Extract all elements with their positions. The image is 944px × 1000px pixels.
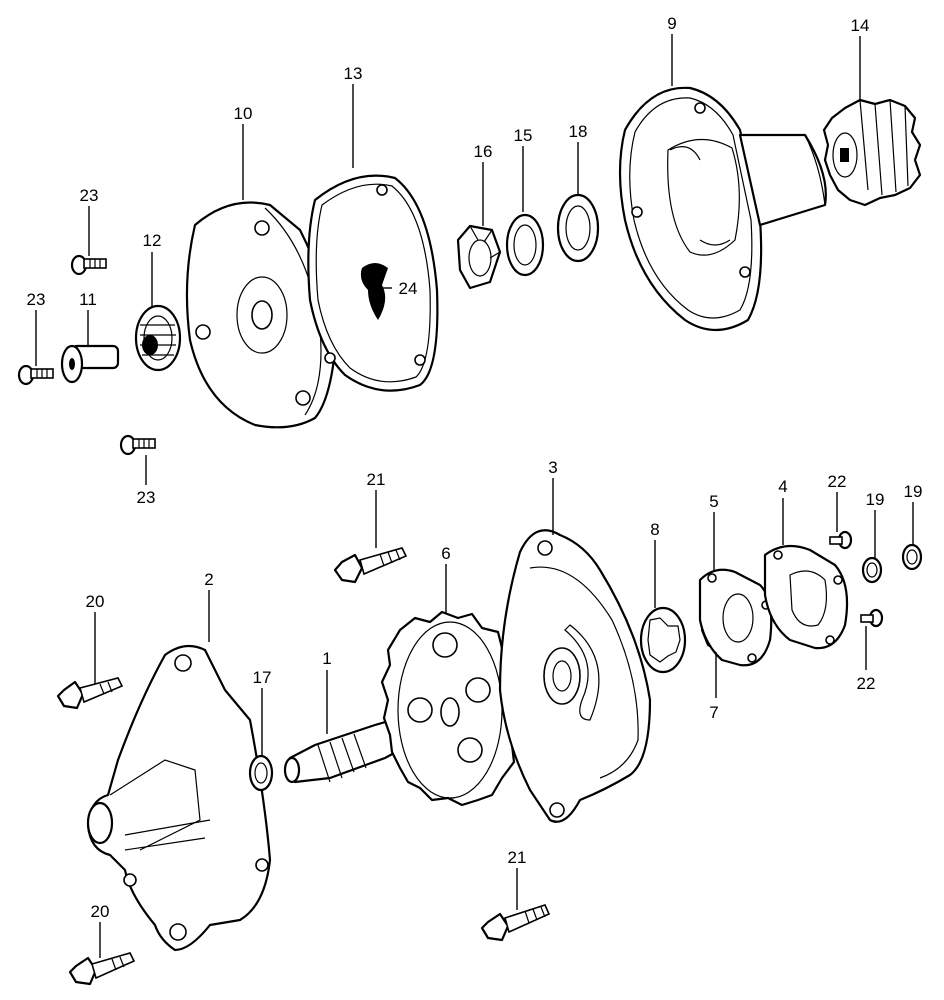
callout-23a: 23: [80, 186, 99, 205]
callout-6: 6: [441, 544, 450, 563]
part-12-seal: [134, 304, 182, 372]
part-20-bolt-b: [68, 952, 136, 986]
part-1-shaft: [283, 713, 420, 784]
part-21-bolt-b: [480, 904, 551, 942]
part-21-bolt-a: [333, 547, 408, 584]
callout-3: 3: [548, 458, 557, 477]
callout-15: 15: [514, 126, 533, 145]
part-22-screw-b: [860, 608, 884, 628]
callout-20b: 20: [91, 902, 110, 921]
part-5-plate: [698, 568, 773, 667]
callout-19a: 19: [866, 490, 885, 509]
callout-11: 11: [79, 290, 97, 309]
part-11-collar: [60, 344, 120, 384]
part-8-outer-rotor: [639, 606, 687, 674]
callout-7: 7: [709, 703, 718, 722]
callout-17: 17: [253, 668, 272, 687]
callout-1: 1: [322, 649, 331, 668]
part-17-washer: [248, 754, 274, 792]
part-23-screw-b: [17, 364, 54, 386]
part-2-pump-body: [86, 644, 272, 952]
part-22-screw-a: [829, 530, 853, 550]
callout-8: 8: [650, 520, 659, 539]
callout-14: 14: [851, 16, 870, 35]
part-9-housing: [618, 86, 827, 331]
part-19-o-ring-b: [901, 543, 923, 571]
part-4-plate: [763, 544, 849, 650]
callout-9: 9: [667, 14, 676, 33]
part-14-gear: [822, 98, 922, 207]
part-24-mark: [360, 263, 388, 320]
callout-5: 5: [709, 492, 718, 511]
part-10-cover-plate: [185, 201, 337, 429]
callout-19b: 19: [904, 482, 923, 501]
callout-labels: 1 2 3 4 5 6 7 8 9 10 11 12 13 14 15 16 1…: [27, 14, 923, 921]
callout-22b: 22: [857, 674, 876, 693]
callout-21b: 21: [508, 848, 527, 867]
callout-4: 4: [778, 477, 787, 496]
part-20-bolt-a: [56, 677, 124, 710]
callout-23b: 23: [27, 290, 46, 309]
callout-16: 16: [474, 142, 493, 161]
callout-23c: 23: [137, 488, 156, 507]
callout-22a: 22: [828, 472, 847, 491]
callout-20a: 20: [86, 592, 105, 611]
callout-21a: 21: [367, 470, 386, 489]
callout-12: 12: [143, 231, 162, 250]
part-23-screw-a: [70, 254, 107, 276]
leader-lines: [35, 34, 914, 958]
part-6-large-gear: [380, 610, 522, 807]
part-3-cover: [498, 529, 652, 823]
callout-13: 13: [344, 64, 363, 83]
part-16-nut: [456, 224, 502, 290]
callout-2: 2: [204, 570, 213, 589]
part-19-o-ring-a: [861, 556, 883, 584]
callout-18: 18: [569, 122, 588, 141]
part-23-screw-c: [119, 434, 156, 456]
part-18-washer: [556, 193, 600, 263]
callout-24: 24: [399, 279, 418, 298]
callout-10: 10: [234, 104, 253, 123]
part-15-washer: [505, 213, 545, 277]
